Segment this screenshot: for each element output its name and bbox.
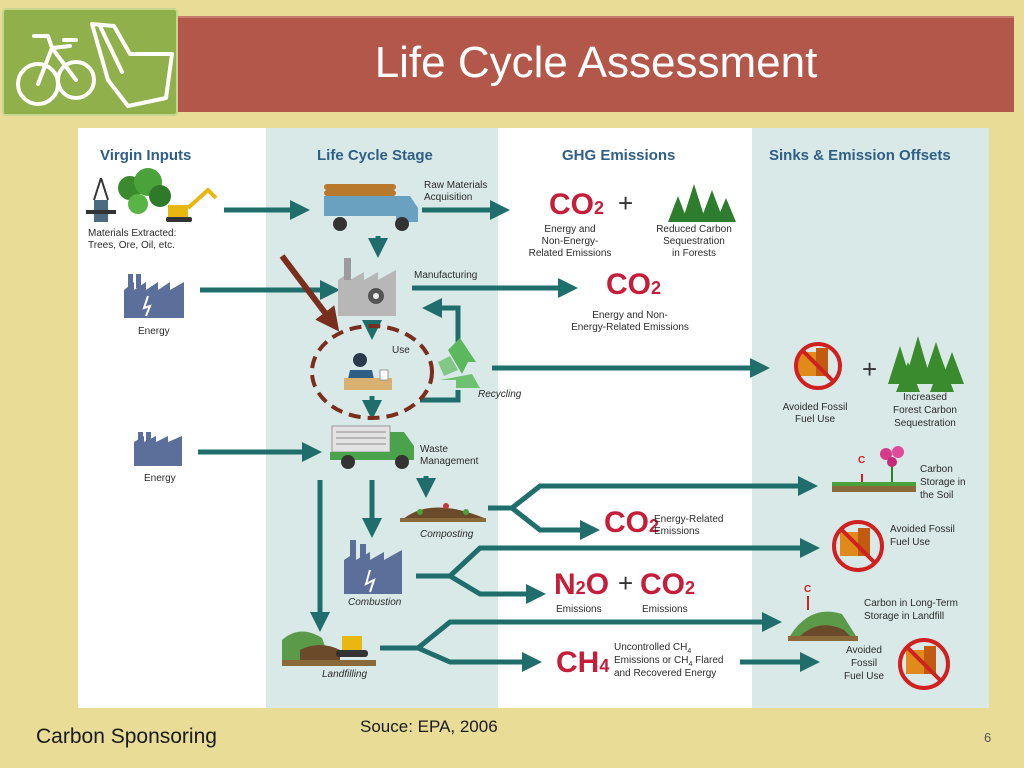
arrow-landfill-to-storage bbox=[380, 612, 782, 651]
column-heading-stage: Life Cycle Stage bbox=[317, 147, 433, 164]
avoided-fossil-1b: Fuel Use bbox=[794, 414, 835, 425]
avoided-fossil-1: Avoided Fossil bbox=[782, 402, 848, 413]
flower-soil-icon bbox=[832, 446, 916, 492]
source-citation: Souce: EPA, 2006 bbox=[360, 717, 498, 736]
mfg-emissions-label-2: Energy-Related Emissions bbox=[571, 322, 689, 333]
manufacturing-plant-icon bbox=[338, 258, 396, 316]
incinerator-icon bbox=[344, 540, 402, 594]
co2-raw: CO2 bbox=[549, 188, 605, 221]
logging-truck-icon bbox=[324, 184, 418, 231]
avoided-fossil-3b: Fossil bbox=[850, 658, 878, 669]
increased-sequestration-1: Increased bbox=[903, 392, 947, 403]
n2o-combustion: N2O bbox=[554, 568, 610, 601]
compost-emissions-label-2: Emissions bbox=[654, 526, 700, 537]
carbon-marker: C bbox=[858, 455, 866, 466]
plus-sign: + bbox=[618, 188, 634, 218]
stage-raw-materials: Raw Materials bbox=[424, 180, 488, 191]
no-fossil-fuel-icon bbox=[794, 342, 842, 390]
raw-emissions-label-1: Energy and bbox=[544, 224, 596, 235]
title-bar: Life Cycle Assessment bbox=[178, 16, 1014, 112]
compost-emissions-label-1: Energy-Related bbox=[654, 514, 724, 525]
compost-pile-icon bbox=[400, 503, 486, 522]
stage-recycling: Recycling bbox=[478, 389, 522, 400]
plus-sign: + bbox=[862, 354, 878, 384]
landfill-storage-1: Carbon in Long-Term bbox=[864, 598, 958, 609]
co2-combustion: CO2 bbox=[640, 568, 696, 601]
stage-use: Use bbox=[392, 345, 410, 356]
no-fossil-fuel-icon bbox=[832, 520, 884, 572]
carbon-soil-1: Carbon bbox=[920, 464, 953, 475]
bicycle-logo-icon bbox=[2, 8, 178, 116]
recycle-icon bbox=[438, 338, 480, 388]
reduced-sequestration-3: in Forests bbox=[672, 248, 716, 259]
stage-waste: Waste bbox=[420, 444, 448, 455]
materials-label: Materials Extracted: bbox=[88, 228, 177, 239]
column-heading-inputs: Virgin Inputs bbox=[100, 147, 192, 164]
person-desk-icon bbox=[344, 353, 392, 390]
carbon-soil-2: Storage in bbox=[920, 477, 966, 488]
arrow-combustion-to-offset bbox=[416, 538, 820, 579]
carbon-marker: C bbox=[804, 584, 812, 595]
plus-sign: + bbox=[618, 568, 634, 598]
landfill-storage-2: Storage in Landfill bbox=[864, 611, 945, 622]
stage-manufacturing: Manufacturing bbox=[414, 270, 478, 281]
carbon-soil-3: the Soil bbox=[920, 490, 954, 501]
slide-title: Life Cycle Assessment bbox=[374, 38, 818, 87]
ch4-landfilling: CH4 bbox=[556, 646, 610, 679]
forest-icon bbox=[668, 184, 736, 222]
ch4-label-1: Uncontrolled CH4 bbox=[614, 642, 692, 655]
stage-raw-materials-2: Acquisition bbox=[424, 192, 473, 203]
landfill-mound-icon bbox=[788, 596, 858, 641]
factory-icon bbox=[124, 274, 184, 318]
co2-combustion-label: Emissions bbox=[642, 604, 688, 615]
reduced-sequestration-2: Sequestration bbox=[663, 236, 725, 247]
arrow-compost-to-soil bbox=[488, 476, 818, 511]
reduced-sequestration-1: Reduced Carbon bbox=[656, 224, 732, 235]
tree-icon bbox=[118, 168, 171, 214]
raw-emissions-label-2: Non-Energy- bbox=[541, 236, 599, 247]
factory-icon bbox=[134, 432, 182, 466]
column-heading-sinks: Sinks & Emission Offsets bbox=[769, 147, 951, 164]
ch4-label-2: Emissions or CH4 Flared bbox=[614, 655, 724, 668]
co2-composting: CO2 bbox=[604, 506, 660, 539]
avoided-fossil-2b: Fuel Use bbox=[890, 537, 931, 548]
avoided-fossil-3: Avoided bbox=[846, 645, 882, 656]
raw-emissions-label-3: Related Emissions bbox=[528, 248, 612, 259]
n2o-emissions-label: Emissions bbox=[556, 604, 602, 615]
stage-composting: Composting bbox=[420, 529, 474, 540]
mfg-emissions-label-1: Energy and Non- bbox=[592, 310, 668, 321]
materials-label-2: Trees, Ore, Oil, etc. bbox=[88, 240, 175, 251]
stage-combustion: Combustion bbox=[348, 597, 402, 608]
oil-rig-icon bbox=[86, 177, 116, 222]
avoided-fossil-3c: Fuel Use bbox=[843, 671, 884, 682]
stage-landfilling: Landfilling bbox=[322, 669, 368, 680]
ch4-label-3: and Recovered Energy bbox=[614, 668, 717, 679]
excavator-icon bbox=[166, 187, 218, 222]
highlight-arrow bbox=[279, 254, 340, 332]
increased-sequestration-2: Forest Carbon bbox=[893, 405, 957, 416]
use-highlight-ellipse bbox=[310, 324, 434, 420]
life-cycle-stage-band bbox=[266, 128, 498, 708]
co2-manufacturing: CO2 bbox=[606, 268, 662, 301]
page-number: 6 bbox=[984, 730, 992, 745]
energy-label: Energy bbox=[144, 473, 176, 484]
footer-organization: Carbon Sponsoring bbox=[36, 725, 217, 748]
arrow-recycle-to-mfg bbox=[422, 298, 461, 350]
column-heading-ghg: GHG Emissions bbox=[562, 147, 676, 164]
energy-label: Energy bbox=[138, 326, 170, 337]
avoided-fossil-2: Avoided Fossil bbox=[890, 524, 955, 535]
increased-sequestration-3: Sequestration bbox=[894, 418, 956, 429]
stage-waste-2: Management bbox=[420, 456, 479, 467]
no-fossil-fuel-icon bbox=[898, 638, 950, 690]
bulldozer-icon bbox=[282, 631, 376, 666]
garbage-truck-icon bbox=[330, 425, 414, 469]
sinks-band bbox=[752, 128, 989, 708]
forest-icon bbox=[888, 336, 964, 392]
